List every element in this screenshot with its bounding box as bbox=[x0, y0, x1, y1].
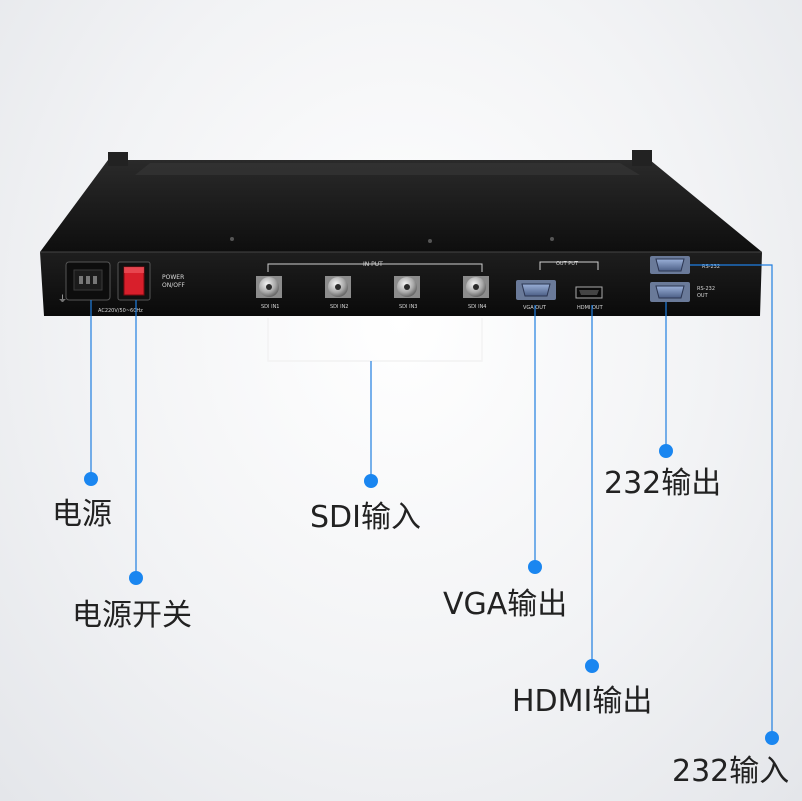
callout-rs232-output: 232输出 bbox=[604, 466, 722, 501]
leader-rs232-input bbox=[690, 264, 773, 738]
rack-ear-left bbox=[108, 152, 128, 166]
output-group-label: OUT PUT bbox=[556, 261, 579, 267]
chassis-top bbox=[40, 160, 762, 252]
power-rocker-switch bbox=[117, 261, 151, 301]
dot-vga bbox=[528, 560, 542, 574]
rack-ear-right bbox=[632, 150, 652, 166]
screw bbox=[230, 237, 234, 241]
ac-rating-label: AC220V/50~60Hz bbox=[98, 308, 143, 314]
sdi-port-label-1: SDI IN1 bbox=[261, 304, 279, 310]
dot-hdmi bbox=[585, 659, 599, 673]
power-label-line2: ON/OFF bbox=[162, 282, 185, 289]
power-label-line1: POWER bbox=[162, 274, 184, 281]
callout-leaders bbox=[90, 264, 773, 738]
sdi-port-label-2: SDI IN2 bbox=[330, 304, 348, 310]
screw bbox=[550, 237, 554, 241]
vga-connector bbox=[516, 280, 556, 300]
rs232-output-label-line2: OUT bbox=[697, 293, 709, 299]
hdmi-connector bbox=[575, 286, 603, 299]
callout-dots bbox=[84, 444, 779, 745]
rs232-input-connector bbox=[650, 256, 690, 274]
ground-symbol: ⏚ bbox=[58, 294, 67, 305]
bnc-connector-1 bbox=[256, 276, 282, 298]
rs232-output-label-line1: RS-232 bbox=[697, 286, 715, 292]
dot-rs232-input bbox=[765, 731, 779, 745]
rs232-input-label: RS-232 bbox=[702, 264, 720, 270]
input-group-bracket bbox=[267, 263, 483, 272]
callout-hdmi-output: HDMI输出 bbox=[512, 684, 653, 719]
sdi-port-label-3: SDI IN3 bbox=[399, 304, 417, 310]
bnc-connector-3 bbox=[394, 276, 420, 298]
callout-vga-output: VGA输出 bbox=[443, 587, 568, 622]
callout-power: 电源 bbox=[52, 497, 112, 532]
callout-sdi-input: SDI输入 bbox=[310, 500, 421, 535]
bnc-connector-2 bbox=[325, 276, 351, 298]
callout-rs232-input: 232输入 bbox=[672, 754, 790, 789]
hdmi-out-label: HDMI OUT bbox=[577, 305, 604, 311]
dot-power bbox=[84, 472, 98, 486]
bnc-connector-4 bbox=[463, 276, 489, 298]
leader-sdi-bracket bbox=[267, 318, 483, 362]
dot-rs232-output bbox=[659, 444, 673, 458]
input-group-label: IN PUT bbox=[363, 261, 383, 268]
dot-power-switch bbox=[129, 571, 143, 585]
power-inlet bbox=[65, 261, 111, 301]
output-group-bracket bbox=[539, 261, 599, 270]
callout-power-switch: 电源开关 bbox=[72, 598, 192, 633]
sdi-connectors bbox=[256, 276, 489, 298]
dot-sdi bbox=[364, 474, 378, 488]
chassis-top-highlight bbox=[135, 163, 640, 175]
rs232-output-connector bbox=[650, 282, 690, 302]
sdi-port-label-4: SDI IN4 bbox=[468, 304, 486, 310]
screw bbox=[428, 239, 432, 243]
